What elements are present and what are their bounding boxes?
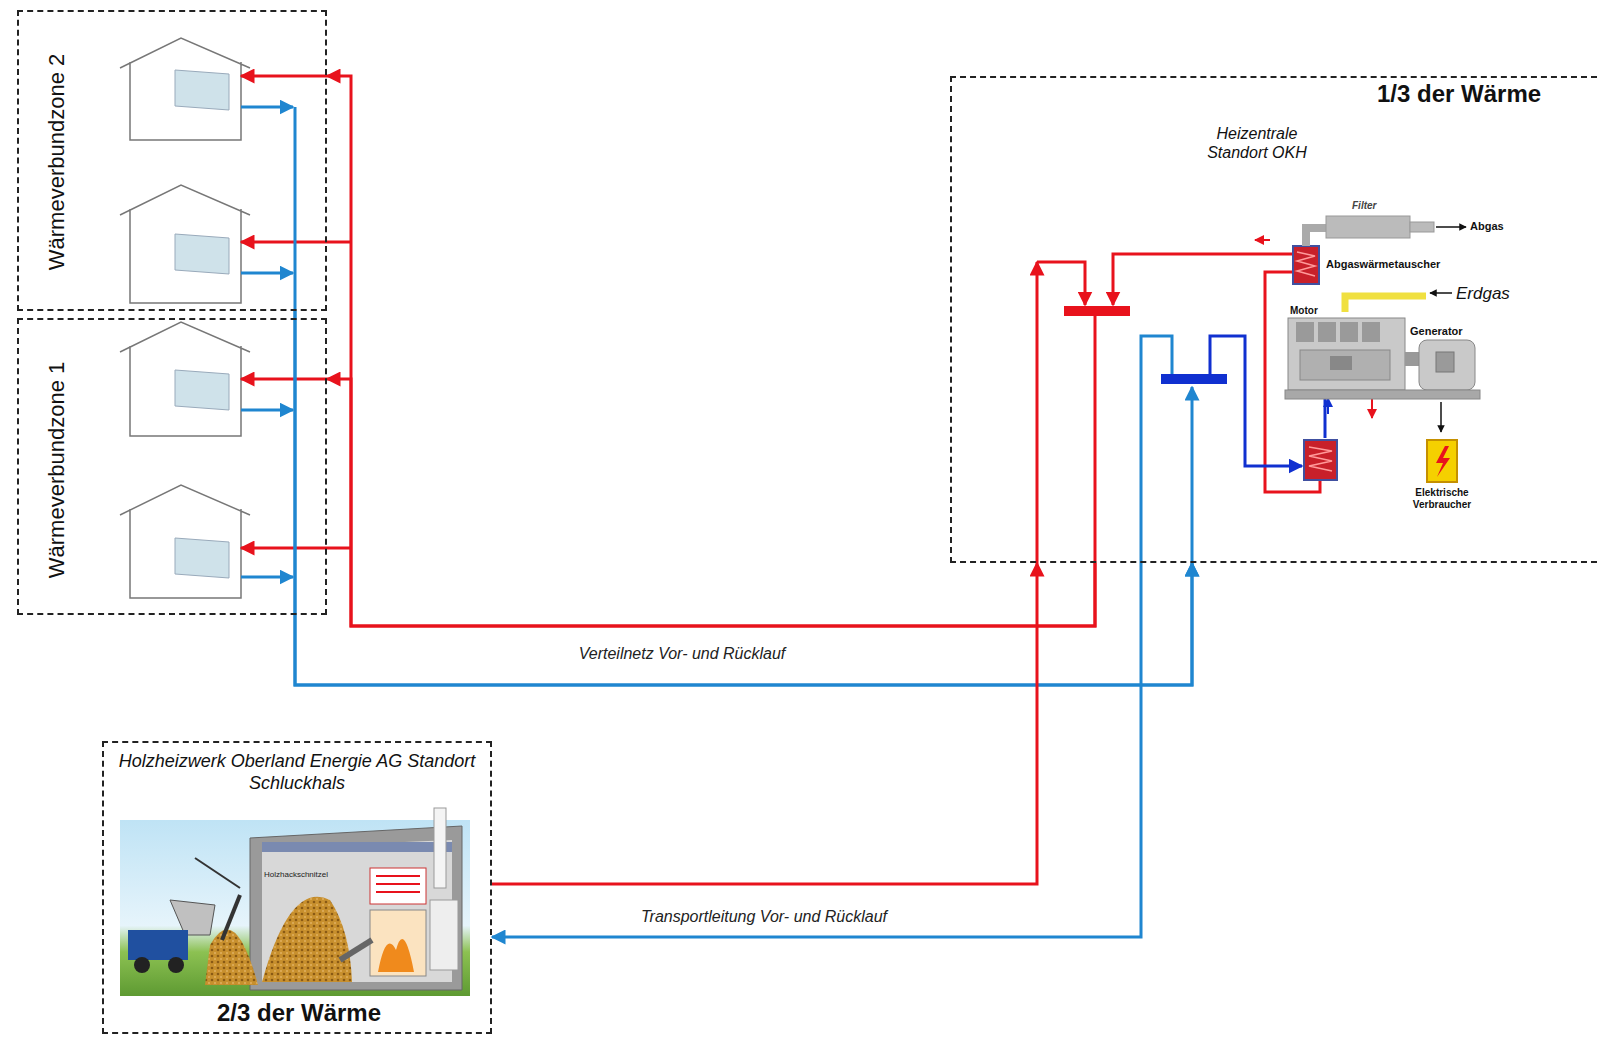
heat-centre-box: Heizentrale Standort OKH 1/3 der Wärme	[950, 76, 1597, 563]
supply-pipe	[327, 76, 1095, 626]
transport-supply-pipe	[492, 563, 1037, 884]
heat-zone-box: Wärmeverbundzone 1	[17, 318, 327, 615]
return-branch	[241, 107, 295, 615]
engine	[1288, 318, 1405, 390]
return-pipe	[295, 311, 1192, 685]
wood-plant-box: Holzheizwerk Oberland Energie AG Standor…	[102, 741, 492, 1034]
coolant-heat-exchanger	[1304, 440, 1337, 480]
transport-return-pipe	[492, 563, 1141, 937]
part-label: Abgaswärmetauscher	[1326, 258, 1440, 271]
exhaust-filter	[1306, 216, 1466, 246]
zone-title: Wärmeverbundzone 2	[44, 54, 70, 270]
heat-share: 2/3 der Wärme	[204, 999, 394, 1028]
heat-zone-box: Wärmeverbundzone 2	[17, 10, 327, 311]
part-label: Erdgas	[1456, 284, 1510, 304]
part-label: Motor	[1290, 305, 1318, 317]
wood-heating-plant-picture	[120, 808, 470, 996]
supply-pipe	[327, 379, 1095, 626]
pipe-label: Verteilnetz Vor- und Rücklauf	[575, 645, 790, 663]
return-pipe	[295, 563, 1192, 685]
electric-consumer-symbol	[1427, 440, 1457, 482]
site-title: Heizentrale Standort OKH	[1187, 124, 1327, 162]
exhaust-heat-exchanger	[1293, 246, 1319, 284]
gas-pipe	[1345, 293, 1452, 312]
generator	[1285, 340, 1480, 432]
part-label: Abgas	[1470, 220, 1504, 233]
supply-pipe	[1037, 240, 1372, 563]
part-label: Elektrische Verbraucher	[1398, 487, 1486, 510]
part-label: Holzhackschnitzel	[264, 870, 328, 879]
zone-title: Wärmeverbundzone 1	[44, 362, 70, 578]
site-title: Holzheizwerk Oberland Energie AG Standor…	[114, 751, 480, 794]
return-manifold	[1161, 374, 1227, 384]
part-label: Generator	[1410, 325, 1463, 338]
heat-share: 1/3 der Wärme	[1377, 80, 1541, 109]
supply-manifold	[1064, 306, 1130, 316]
radiator	[175, 70, 229, 578]
pipe-label: Transportleitung Vor- und Rücklauf	[637, 908, 891, 926]
part-label: Filter	[1352, 200, 1376, 212]
